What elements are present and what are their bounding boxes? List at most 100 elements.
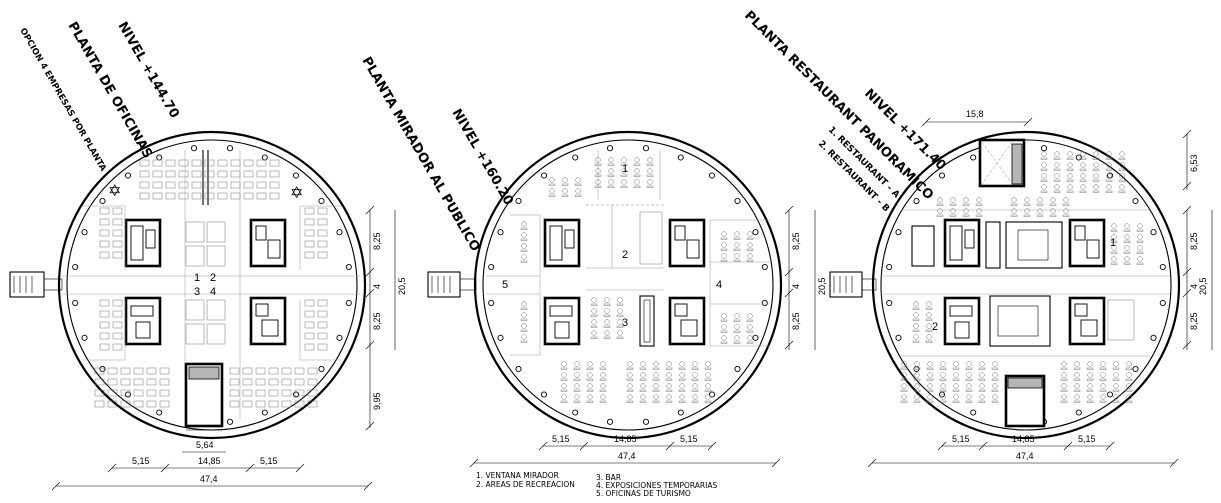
furniture: [1136, 251, 1144, 254]
furniture: [112, 343, 123, 351]
seat: [1124, 245, 1130, 251]
column: [540, 172, 548, 179]
seat: [721, 313, 727, 319]
furniture: [307, 378, 318, 386]
seat: [734, 335, 740, 341]
seat: [747, 242, 753, 248]
furniture: [520, 329, 528, 332]
seat: [1054, 151, 1060, 157]
furniture: [936, 203, 944, 206]
dim-label: 14,85: [198, 456, 221, 466]
furniture: [573, 378, 581, 381]
inner-wall: [482, 139, 774, 431]
seat: [574, 372, 580, 378]
seat: [1124, 234, 1130, 240]
furniture: [720, 319, 728, 322]
furniture: [1023, 203, 1031, 206]
seat: [1113, 394, 1119, 400]
furniture: [603, 336, 611, 339]
furniture: [599, 389, 607, 392]
furniture: [586, 378, 594, 381]
furniture: [255, 389, 266, 397]
furniture: [633, 174, 641, 177]
furniture: [94, 400, 105, 408]
furniture: [1136, 229, 1144, 232]
column: [677, 409, 684, 416]
furniture: [1060, 400, 1068, 403]
furniture: [639, 389, 647, 392]
seat: [647, 157, 653, 163]
central-furniture: [185, 221, 226, 345]
seat: [653, 361, 659, 367]
seat: [653, 372, 659, 378]
dim-label: 47,4: [618, 451, 636, 461]
seat: [591, 330, 597, 336]
seat: [721, 324, 727, 330]
furniture: [304, 310, 315, 318]
furniture: [304, 299, 315, 307]
seat: [1137, 256, 1143, 262]
furniture: [520, 318, 528, 321]
furniture: [586, 400, 594, 403]
seat: [914, 372, 920, 378]
seat: [692, 394, 698, 400]
furniture: [1105, 168, 1113, 171]
column: [81, 229, 88, 236]
seat: [734, 231, 740, 237]
seat: [1119, 184, 1125, 190]
seat: [1087, 361, 1093, 367]
seat: [953, 394, 959, 400]
furniture: [191, 170, 202, 178]
furniture: [304, 207, 315, 215]
furniture: [665, 400, 673, 403]
seat: [562, 188, 568, 194]
column: [761, 263, 768, 271]
furniture: [678, 400, 686, 403]
seat: [992, 383, 998, 389]
furniture: [599, 400, 607, 403]
furniture: [307, 389, 318, 397]
furniture: [133, 389, 144, 397]
furniture: [665, 378, 673, 381]
seat: [587, 383, 593, 389]
furniture: [925, 307, 933, 310]
furniture: [652, 400, 660, 403]
seat: [1093, 173, 1099, 179]
furniture: [1099, 367, 1107, 370]
seat: [1087, 372, 1093, 378]
legend-item: 3. BAR: [596, 473, 621, 482]
furniture: [925, 329, 933, 332]
furniture: [255, 378, 266, 386]
seat: [679, 372, 685, 378]
furniture: [1136, 262, 1144, 265]
furniture: [243, 170, 254, 178]
furniture: [1040, 168, 1048, 171]
furniture: [99, 218, 110, 226]
furniture: [268, 400, 279, 408]
furniture: [281, 378, 292, 386]
seat: [1067, 162, 1073, 168]
furniture: [242, 378, 253, 386]
seat: [1054, 184, 1060, 190]
seat: [549, 177, 555, 183]
seat: [992, 361, 998, 367]
furniture: [165, 192, 176, 200]
furniture: [1036, 203, 1044, 206]
seat: [950, 197, 956, 203]
furniture: [1060, 367, 1068, 370]
seat: [647, 168, 653, 174]
seat: [940, 372, 946, 378]
furniture: [720, 237, 728, 240]
seat: [1093, 162, 1099, 168]
furniture: [217, 181, 228, 189]
seat: [621, 157, 627, 163]
seat: [692, 361, 698, 367]
room-number: 3: [194, 286, 200, 298]
furniture: [1110, 229, 1118, 232]
furniture: [926, 400, 934, 403]
seat: [617, 308, 623, 314]
furniture: [243, 192, 254, 200]
furniture: [573, 367, 581, 370]
furniture: [178, 159, 189, 167]
seat: [604, 330, 610, 336]
